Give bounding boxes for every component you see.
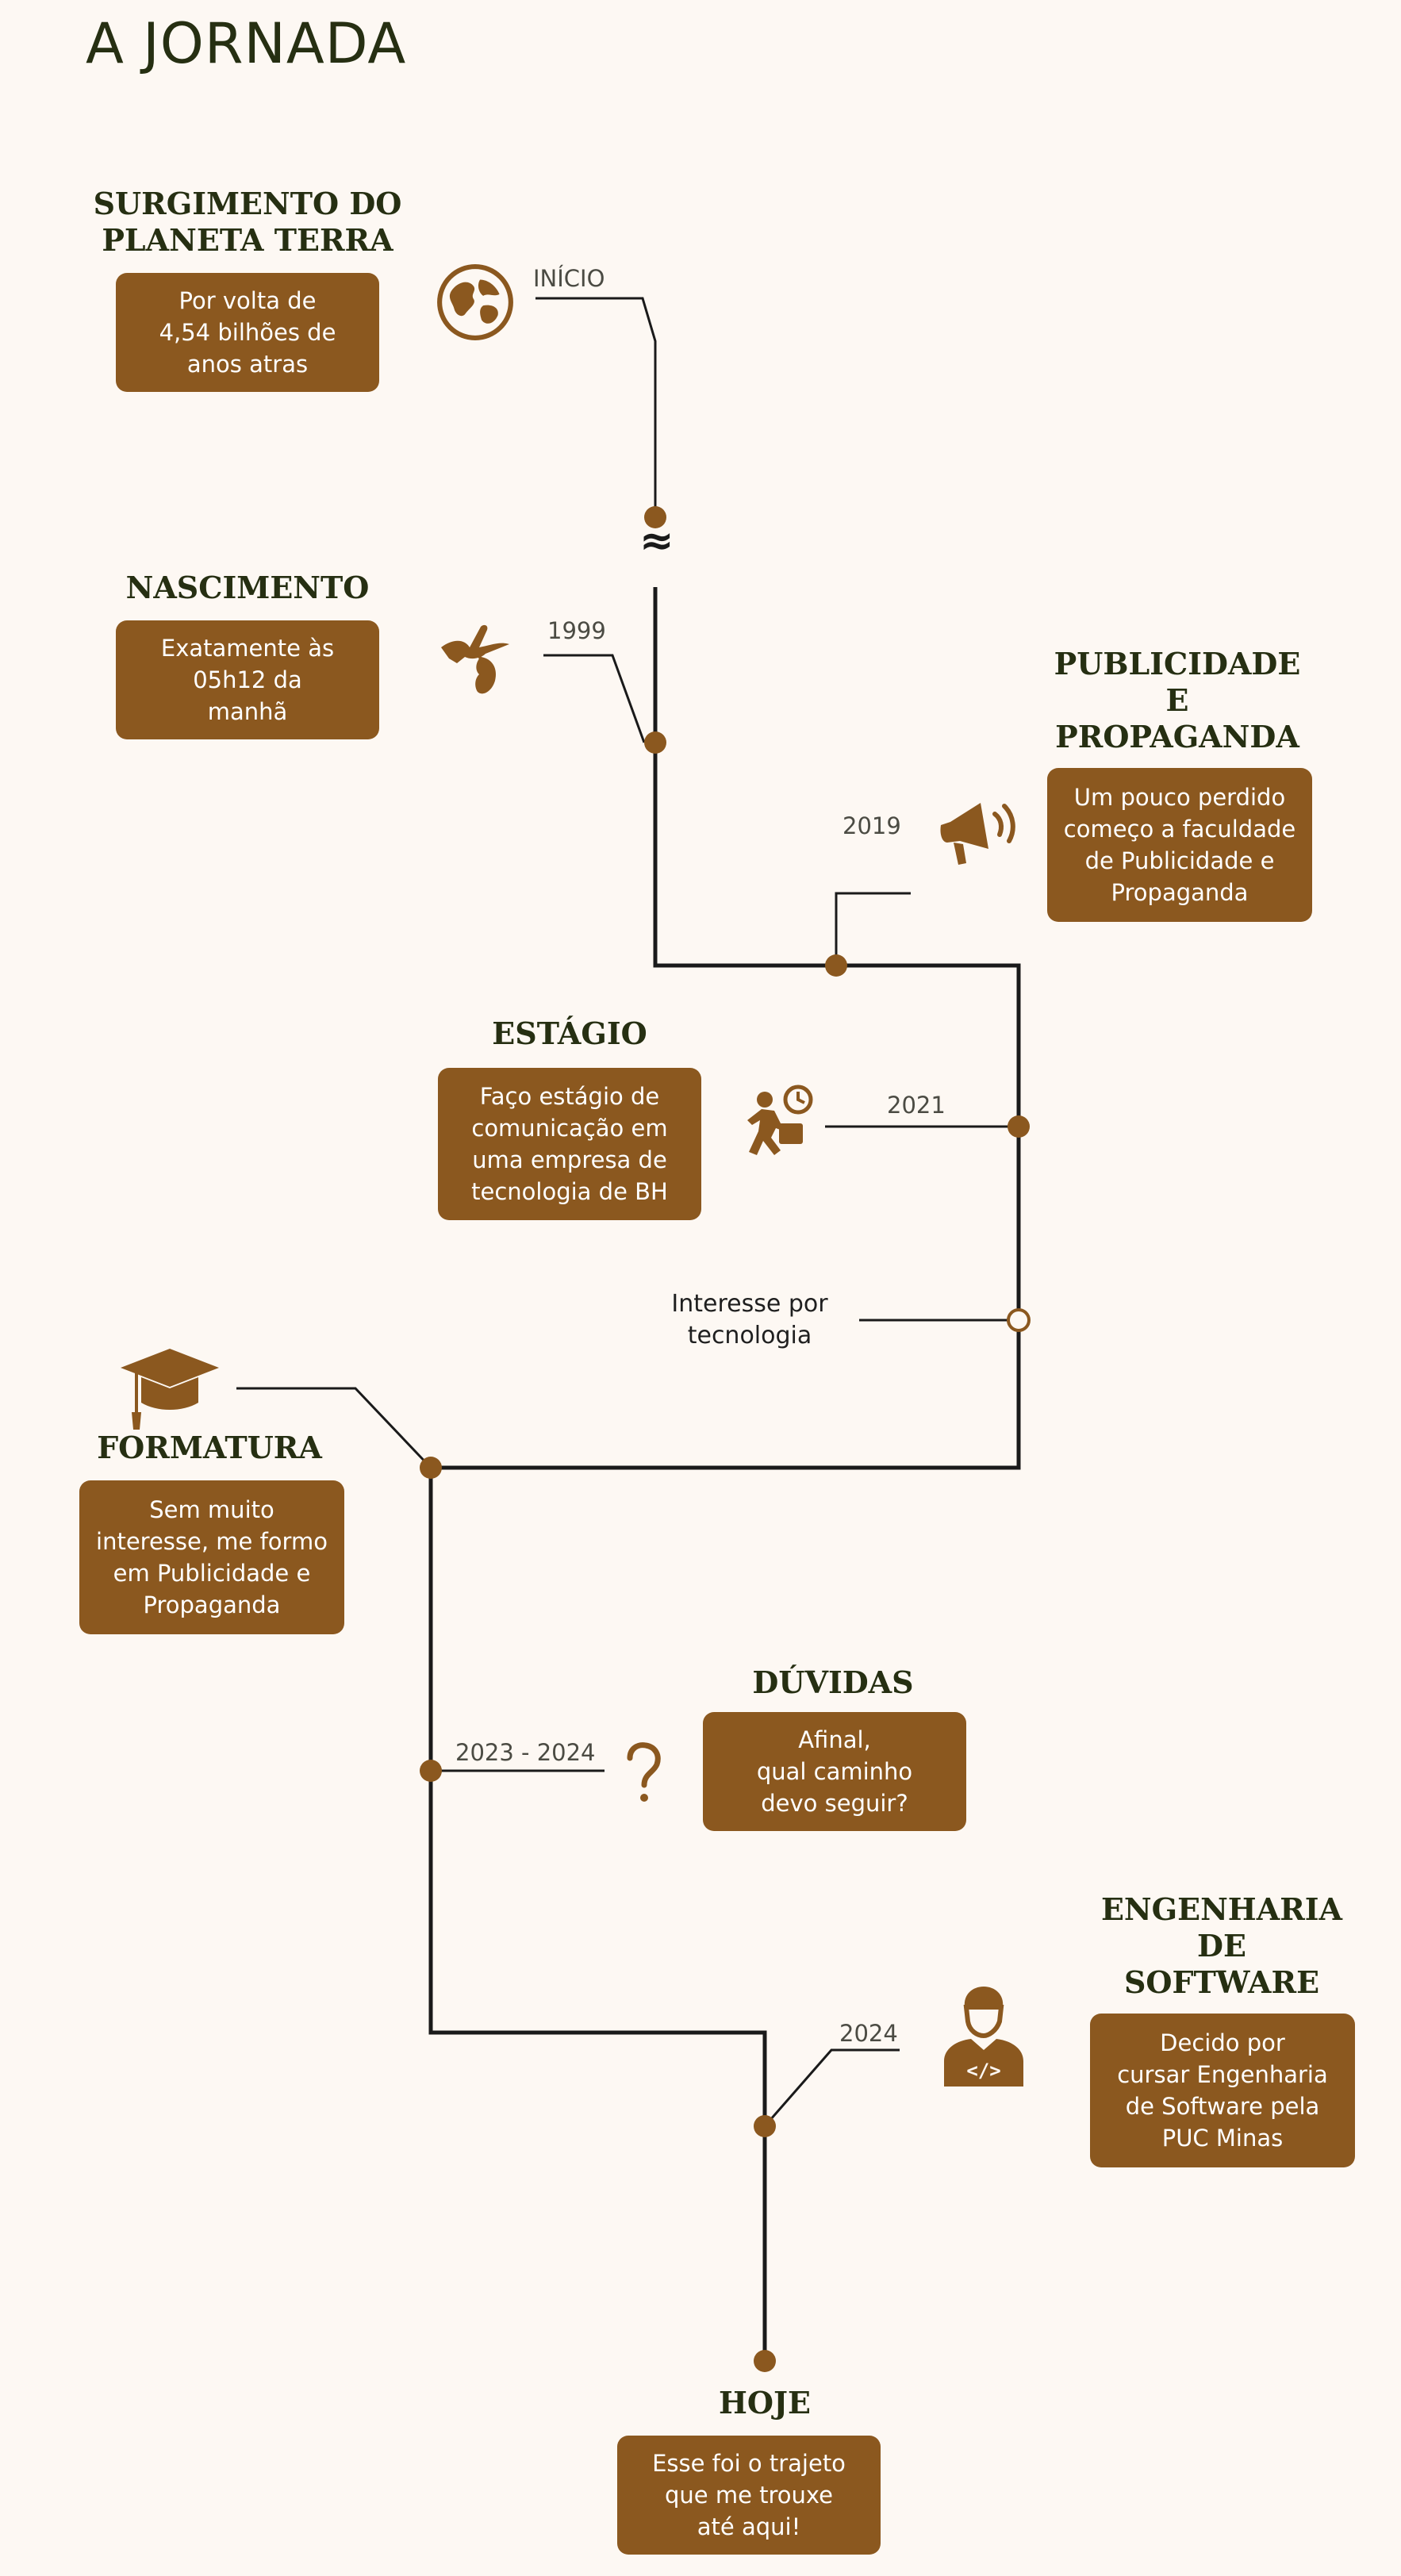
svg-text:</>: </> — [966, 2060, 1000, 2082]
connector-2019 — [835, 892, 911, 966]
event-label-inicio: INÍCIO — [533, 265, 605, 292]
event-box-hoje: Esse foi o trajeto que me trouxe até aqu… — [617, 2436, 881, 2555]
event-box-estagio: Faço estágio de comunicação em uma empre… — [438, 1068, 701, 1220]
event-heading-hoje: HOJE — [719, 2385, 811, 2421]
stork-icon — [433, 616, 520, 706]
event-box-publicidade: Um pouco perdido começo a faculdade de P… — [1047, 768, 1312, 922]
node-2019 — [825, 954, 847, 977]
worker-clock-icon — [739, 1082, 819, 1165]
node-hoje — [754, 2350, 776, 2372]
event-heading-publicidade: PUBLICIDADE E PROPAGANDA — [1054, 646, 1301, 754]
event-label-2021: 2021 — [887, 1092, 946, 1119]
developer-icon: </> — [939, 1983, 1028, 2093]
event-label-interesse: Interesse por tecnologia — [671, 1290, 828, 1349]
node-2023 — [420, 1760, 442, 1782]
event-label-1999: 1999 — [547, 617, 606, 644]
event-box-nascimento: Exatamente às 05h12 da manhã — [116, 620, 379, 739]
event-label-2019: 2019 — [843, 812, 901, 839]
node-1999 — [644, 731, 666, 754]
connector-1999 — [543, 654, 646, 743]
event-heading-duvidas: DÚVIDAS — [752, 1664, 914, 1700]
megaphone-icon — [935, 793, 1022, 873]
node-2021 — [1008, 1115, 1030, 1138]
node-interesse — [1007, 1308, 1031, 1332]
question-mark-icon — [624, 1742, 665, 1809]
event-label-2023-2024: 2023 - 2024 — [455, 1739, 596, 1766]
event-box-duvidas: Afinal, qual caminho devo seguir? — [703, 1712, 966, 1831]
timeline-path — [428, 587, 1021, 2361]
event-heading-formatura: FORMATURA — [97, 1430, 322, 1465]
event-label-2024: 2024 — [839, 2020, 898, 2047]
event-box-formatura: Sem muito interesse, me formo em Publici… — [79, 1480, 344, 1634]
globe-icon — [435, 262, 516, 346]
node-inicio — [644, 506, 666, 528]
node-formatura — [420, 1457, 442, 1479]
event-box-engenharia: Decido por cursar Engenharia de Software… — [1090, 2014, 1355, 2167]
graduation-cap-icon — [117, 1349, 222, 1434]
node-2024 — [754, 2115, 776, 2137]
event-heading-terra: SURGIMENTO DO PLANETA TERRA — [93, 186, 402, 258]
event-box-terra: Por volta de 4,54 bilhões de anos atras — [116, 273, 379, 392]
connector-formatura — [236, 1387, 432, 1469]
event-heading-nascimento: NASCIMENTO — [125, 570, 370, 605]
connector-2024 — [763, 2048, 900, 2127]
connector-inicio — [535, 297, 657, 517]
page-title: A JORNADA — [86, 11, 407, 76]
event-heading-engenharia: ENGENHARIA DE SOFTWARE — [1100, 1891, 1343, 2000]
timeline-break-mark: ≈ — [639, 517, 674, 565]
event-heading-estagio: ESTÁGIO — [492, 1015, 647, 1051]
